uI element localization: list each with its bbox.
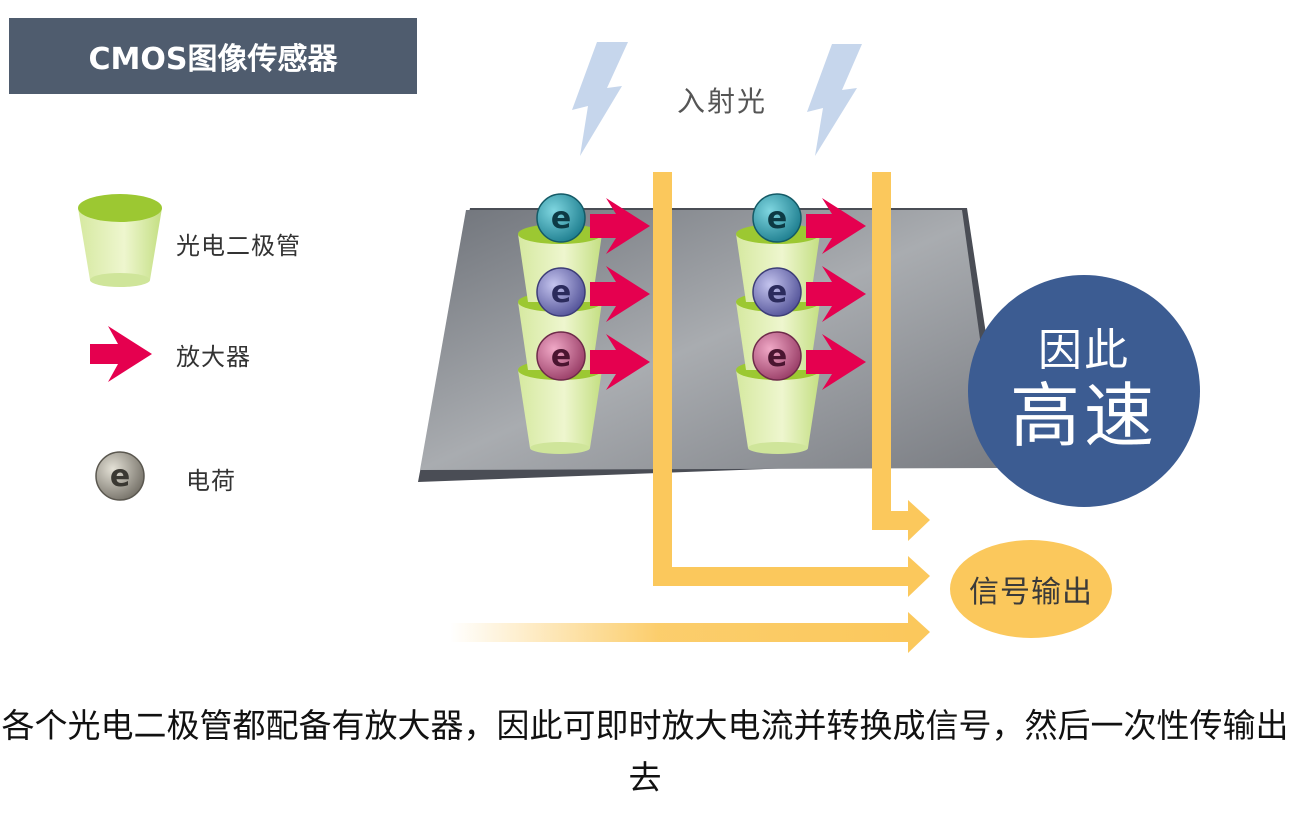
diagram-title: CMOS图像传感器 xyxy=(9,18,417,94)
signal-line-left xyxy=(653,172,930,597)
legend-amplifier-icon xyxy=(90,326,152,382)
electron-symbol: e xyxy=(551,339,571,374)
speed-badge-line1: 因此 xyxy=(1038,325,1130,376)
electron-symbol: e xyxy=(767,201,787,236)
incident-light-label: 入射光 xyxy=(676,85,767,118)
legend-photodiode-icon xyxy=(78,194,162,287)
legend-amplifier-label: 放大器 xyxy=(176,343,251,371)
electron-charge-icon: e xyxy=(752,267,802,317)
sensor-panel xyxy=(418,208,1005,482)
lightning-bolt-icon xyxy=(807,44,862,156)
amplifier-arrow-icon xyxy=(590,334,650,390)
electron-symbol: e xyxy=(767,275,787,310)
amplifier-arrow-icon xyxy=(806,198,866,254)
electron-charge-icon: e xyxy=(536,193,586,243)
amplifier-arrows xyxy=(590,198,866,390)
electron-symbol: e xyxy=(551,201,571,236)
electron-charge-icon: e xyxy=(536,267,586,317)
caption: 各个光电二极管都配备有放大器，因此可即时放大电流并转换成信号，然后一次性传输出去 xyxy=(1,706,1289,797)
legend-photodiode-label: 光电二极管 xyxy=(176,232,301,260)
amplifier-arrow-icon xyxy=(590,266,650,322)
electron-charge-icon: e xyxy=(752,331,802,381)
electron-charge-icon: e xyxy=(536,331,586,381)
speed-badge: 因此 高速 xyxy=(968,275,1200,507)
signal-line-faded xyxy=(450,612,930,653)
electron-charge-icon: e xyxy=(752,193,802,243)
speed-badge-line2: 高速 xyxy=(1010,375,1158,457)
amplifier-arrow-icon xyxy=(590,198,650,254)
legend-charge-label: 电荷 xyxy=(186,467,236,495)
electron-symbol: e xyxy=(110,459,130,494)
amplifier-arrow-icon xyxy=(806,334,866,390)
amplifier-arrow-icon xyxy=(806,266,866,322)
electron-symbol: e xyxy=(767,339,787,374)
electron-symbol: e xyxy=(551,275,571,310)
legend-charge-icon: e xyxy=(95,451,145,501)
signal-output-label: 信号输出 xyxy=(950,540,1112,638)
lightning-bolt-icon xyxy=(572,42,628,156)
signal-line-right xyxy=(872,172,930,541)
